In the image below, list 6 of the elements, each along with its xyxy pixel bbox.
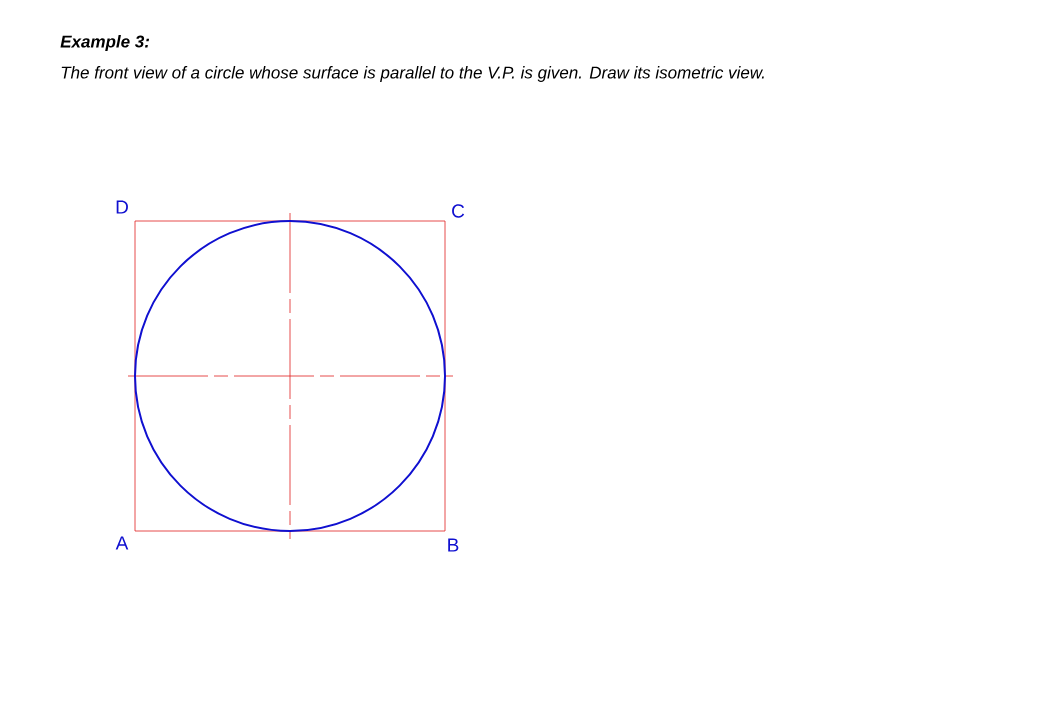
corner-label: B [448,538,459,552]
instruction-text: The front view of a circle whose surface is parallel to the V.P. is given. Draw its isometric view. [61,66,764,82]
title: Example 3: [60,35,150,51]
corner-label: C [452,204,465,218]
corner-label: A [115,536,129,550]
corner-label: D [116,200,128,214]
